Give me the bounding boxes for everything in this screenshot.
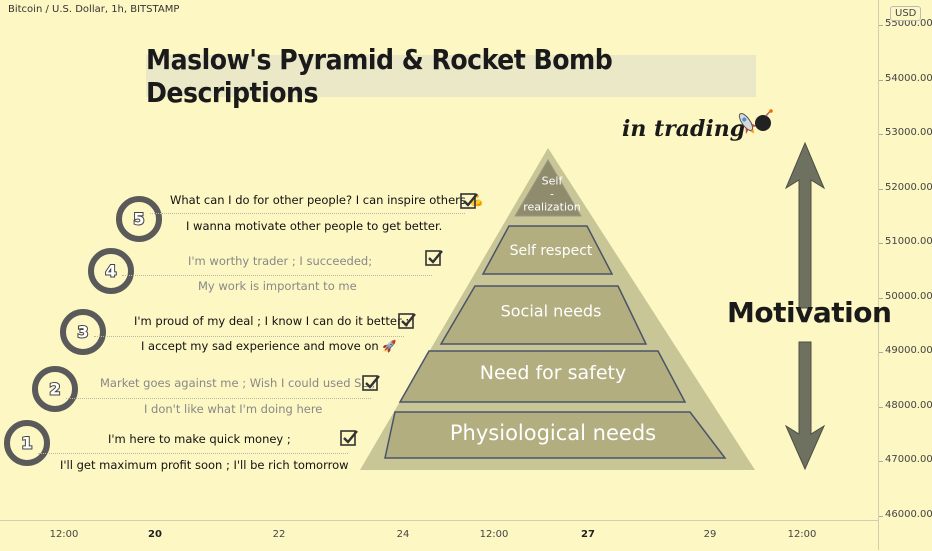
- pyramid-tier-apex: [514, 159, 582, 217]
- step-1-top-text[interactable]: I'm here to make quick money ;: [108, 432, 291, 446]
- price-tick: [879, 189, 883, 190]
- checkbox-icon[interactable]: [340, 429, 358, 447]
- tier-label-social: Social needs: [500, 301, 602, 321]
- time-label: 12:00: [787, 529, 817, 540]
- step-4-top-text[interactable]: I'm worthy trader ; I succeeded;: [188, 254, 373, 268]
- time-label: 29: [703, 529, 717, 540]
- checkbox-icon[interactable]: [460, 192, 478, 210]
- step-number: 3: [76, 322, 89, 343]
- pyramid-tier-self-respect: [481, 225, 614, 275]
- price-tick: [879, 80, 883, 81]
- price-tick: [879, 461, 883, 462]
- step-badge-2[interactable]: [32, 366, 78, 412]
- tier-label-apex-line1: Self: [541, 174, 563, 188]
- drawing-title[interactable]: Maslow's Pyramid & Rocket Bomb Descripti…: [146, 43, 613, 109]
- tier-label-self-respect: Self respect: [509, 243, 593, 259]
- checkbox-icon[interactable]: [362, 374, 380, 392]
- bomb-icon: [755, 109, 773, 131]
- time-label: 27: [581, 529, 595, 540]
- step-badge-1[interactable]: [4, 420, 50, 466]
- price-label: 54000.00: [885, 73, 932, 84]
- step-2-bottom-text[interactable]: I don't like what I'm doing here: [144, 402, 323, 416]
- tier-label-apex-line3: realization: [523, 200, 581, 214]
- price-label: 53000.00: [885, 127, 932, 138]
- step-2-divider: [66, 398, 371, 399]
- step-2-top-text[interactable]: Market goes against me ; Wish I could us…: [100, 376, 376, 390]
- price-label: 52000.00: [885, 182, 932, 193]
- price-label: 48000.00: [885, 400, 932, 411]
- motivation-label[interactable]: Motivation: [727, 296, 892, 329]
- price-tick: [879, 516, 883, 517]
- step-3-bottom-text[interactable]: I accept my sad experience and move on 🚀: [141, 339, 397, 353]
- step-1-bottom-text[interactable]: I'll get maximum profit soon ; I'll be r…: [60, 458, 349, 472]
- price-tick: [879, 352, 883, 353]
- step-1-divider: [38, 453, 348, 454]
- time-label: 22: [272, 529, 286, 540]
- price-axis[interactable]: 55000.00 54000.00 53000.00 52000.00 5100…: [878, 0, 932, 550]
- price-tick: [879, 243, 883, 244]
- time-axis[interactable]: 12:00 20 22 24 12:00 27 29 12:00: [0, 520, 878, 551]
- price-label: 51000.00: [885, 236, 932, 247]
- price-tick: [879, 298, 883, 299]
- step-4-bottom-text[interactable]: My work is important to me: [198, 279, 357, 293]
- step-badge-4[interactable]: [88, 248, 134, 294]
- time-label: 12:00: [479, 529, 509, 540]
- pyramid-tier-safety: [398, 350, 687, 403]
- pyramid-tier-physiological: [384, 411, 727, 459]
- step-5-top-text[interactable]: What can I do for other people? I can in…: [170, 193, 484, 207]
- tier-label-apex-line2: -: [550, 187, 554, 201]
- chart-symbol-title[interactable]: Bitcoin / U.S. Dollar, 1h, BITSTAMP: [8, 4, 180, 15]
- step-5-bottom-text[interactable]: I wanna motivate other people to get bet…: [186, 219, 443, 233]
- arrow-up-icon[interactable]: [780, 140, 830, 310]
- step-badge-5[interactable]: [116, 196, 162, 242]
- step-number: 2: [48, 379, 61, 400]
- price-label: 55000.00: [885, 18, 932, 29]
- pyramid-tier-social: [439, 285, 648, 345]
- checkbox-icon[interactable]: [398, 312, 416, 330]
- price-label: 47000.00: [885, 454, 932, 465]
- step-badge-3[interactable]: [60, 309, 106, 355]
- drawing-subtitle[interactable]: in trading: [622, 116, 746, 142]
- step-3-top-text[interactable]: I'm proud of my deal ; I know I can do i…: [134, 314, 410, 328]
- title-background: [146, 55, 756, 97]
- price-label: 46000.00: [885, 509, 932, 520]
- step-5-divider: [150, 213, 465, 214]
- arrow-down-icon[interactable]: [780, 340, 830, 472]
- maslow-pyramid[interactable]: [355, 140, 760, 475]
- step-4-divider: [122, 275, 432, 276]
- price-label: 49000.00: [885, 345, 932, 356]
- price-label: 50000.00: [885, 291, 932, 302]
- step-number: 1: [20, 433, 33, 454]
- step-3-divider: [94, 336, 404, 337]
- time-label: 12:00: [49, 529, 79, 540]
- step-number: 4: [104, 261, 117, 282]
- tier-label-safety: Need for safety: [479, 362, 627, 384]
- tier-label-physiological: Physiological needs: [449, 421, 657, 445]
- currency-button[interactable]: USD: [890, 6, 922, 21]
- price-tick: [879, 134, 883, 135]
- price-tick: [879, 407, 883, 408]
- rocket-icon: [738, 109, 773, 134]
- time-label: 24: [396, 529, 410, 540]
- time-label: 20: [148, 529, 162, 540]
- checkbox-icon[interactable]: [425, 249, 443, 267]
- price-tick: [879, 25, 883, 26]
- step-number: 5: [132, 209, 145, 230]
